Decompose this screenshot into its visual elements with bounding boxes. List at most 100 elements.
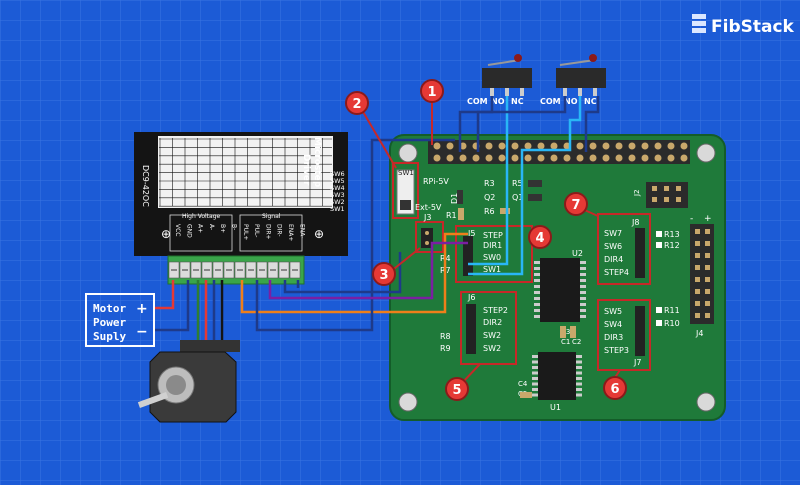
callout-number: 7	[571, 198, 580, 213]
chip-pin	[580, 303, 586, 306]
chip-pin	[532, 366, 538, 369]
chip-pin	[532, 393, 538, 397]
c4-label: C4	[518, 380, 528, 388]
chip-pin	[576, 355, 582, 358]
j7-pin-label: DIR3	[604, 333, 623, 342]
gpio-pin	[589, 154, 597, 162]
header-pin	[695, 241, 700, 246]
driver-table-grid	[159, 138, 332, 207]
driver-settings-table	[158, 136, 333, 208]
j3-label: J3	[423, 213, 431, 222]
r3-label: R3	[484, 179, 495, 188]
header-pin	[695, 301, 700, 306]
chip-pin	[580, 297, 586, 300]
chip-pin	[580, 315, 586, 318]
j5-connector	[463, 236, 473, 276]
gpio-pin	[498, 142, 506, 150]
dip-switch-label: SW1	[330, 205, 345, 213]
switch-pin-nc: NC	[511, 97, 524, 106]
header-pin	[705, 313, 710, 318]
wire-pul-plus	[240, 232, 468, 314]
motor-power-supply: Motor Power Suply + −	[85, 293, 155, 347]
j7-label: J7	[633, 358, 641, 367]
j7-connector	[635, 306, 645, 356]
j8-pin-label: SW6	[604, 242, 622, 251]
chip-pin	[580, 261, 586, 264]
gpio-pin	[641, 142, 649, 150]
switch-roller	[514, 54, 522, 62]
j5-highlight	[455, 225, 533, 283]
wire-switch2-no	[468, 96, 582, 276]
q1-label: Q1	[512, 193, 523, 202]
callout-badge-1	[420, 79, 444, 103]
j5-pin-label: SW0	[483, 253, 501, 262]
terminal-label: A-	[208, 224, 215, 230]
gpio-pin	[589, 142, 597, 150]
gpio-pin	[667, 154, 675, 162]
header-pin	[676, 186, 681, 191]
gpio-pin	[446, 154, 454, 162]
callout-badge-6	[603, 376, 627, 400]
dip-switch-label: SW5	[330, 177, 345, 185]
gpio-pin	[550, 142, 558, 150]
resistor-r1	[458, 208, 464, 220]
chip-pin	[580, 273, 586, 276]
terminal-screws	[168, 261, 301, 279]
j6-highlight	[460, 291, 517, 365]
chip-pin	[576, 382, 582, 386]
terminal-label: B+	[219, 224, 226, 233]
r5-label: R5	[512, 179, 523, 188]
terminal-label: PUL+	[242, 224, 249, 240]
header-pin	[652, 197, 657, 202]
gpio-pin	[537, 154, 545, 162]
chip-pin	[534, 297, 540, 300]
chip-pin	[532, 377, 538, 380]
gpio-pin	[511, 154, 519, 162]
gpio-pin	[576, 142, 584, 150]
chip-pin	[576, 371, 582, 375]
chip-pin	[534, 309, 540, 312]
j2-label: J2	[633, 189, 641, 197]
driver-title: Microstep	[312, 137, 322, 188]
gpio-pin	[628, 154, 636, 162]
gpio-pin	[485, 142, 493, 150]
gpio-pin	[433, 142, 441, 150]
callout-number: 5	[452, 383, 461, 398]
high-voltage-section	[169, 214, 233, 252]
j6-label: J6	[467, 293, 475, 302]
r11-label: R11	[664, 306, 680, 315]
header-pin	[676, 197, 681, 202]
j4-minus: -	[690, 214, 693, 224]
j4-label: J4	[695, 329, 703, 338]
mounting-hole	[398, 392, 418, 412]
j6-connector	[466, 304, 476, 354]
r13-label: R13	[664, 230, 680, 239]
stepper-motor	[137, 340, 240, 423]
capacitor	[560, 326, 566, 338]
j5-pin-label: DIR1	[483, 241, 502, 250]
mounting-screw-right: ⊕	[314, 227, 324, 241]
header-pin	[652, 186, 657, 191]
sw1-knob[interactable]	[400, 200, 411, 210]
wire-dir-plus	[268, 241, 468, 300]
rpi-5v-label: RPi-5V	[423, 177, 449, 186]
switch-pin-no: NO	[491, 97, 505, 106]
switch-body	[556, 68, 606, 88]
wire-switch2-com	[476, 96, 567, 152]
high-voltage-label: High Voltage	[182, 213, 221, 220]
header-pin	[705, 265, 710, 270]
callout-badge-5	[445, 377, 469, 401]
chip-pin	[532, 388, 538, 391]
u2-chip	[540, 258, 580, 322]
r10-label: R10	[664, 319, 680, 328]
u1-label: U1	[550, 403, 561, 412]
power-label-supply: Suply	[93, 330, 126, 343]
j5-label: J5	[467, 229, 475, 238]
gpio-pin	[615, 142, 623, 150]
callout-badge-3	[372, 262, 396, 286]
capacitor	[520, 392, 532, 398]
callout-number: 6	[610, 382, 619, 397]
